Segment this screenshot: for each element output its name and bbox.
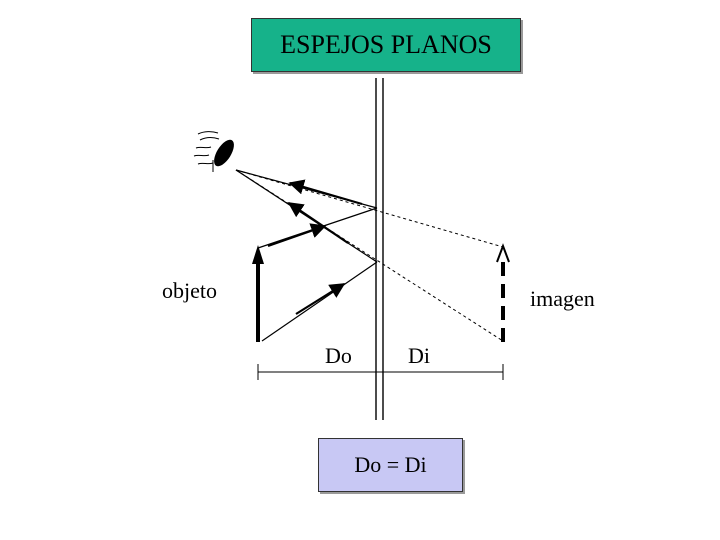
distance-baseline: [257, 364, 504, 380]
title-box: ESPEJOS PLANOS: [251, 18, 521, 72]
image-distance-label: Di: [408, 343, 430, 368]
incident-rays: [257, 207, 378, 342]
eye-icon: [193, 131, 234, 172]
image-label: imagen: [530, 286, 595, 311]
object-label: objeto: [162, 278, 217, 303]
object-distance-label: Do: [325, 343, 352, 368]
virtual-ray-extensions: [235, 169, 504, 342]
equation-box: Do = Di: [318, 438, 463, 492]
plane-mirror: [375, 78, 384, 420]
object-arrow: [252, 245, 264, 342]
image-arrow: [496, 243, 510, 342]
